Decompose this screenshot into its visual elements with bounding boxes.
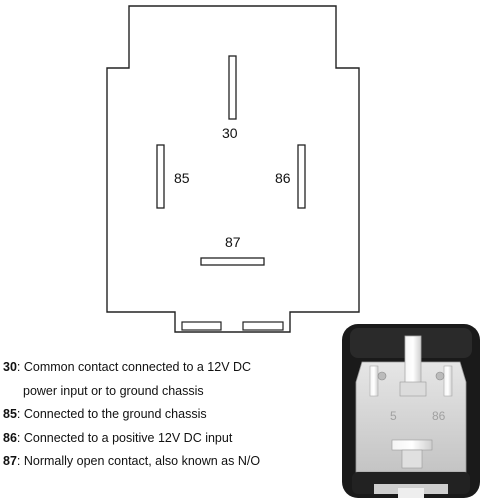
legend-row-86: 86: Connected to a positive 12V DC input [3, 427, 348, 451]
pin-87-terminal [200, 257, 265, 266]
relay-inner-body [355, 361, 467, 473]
pin-30-terminal [228, 55, 237, 120]
legend-row-85: 85: Connected to the ground chassis [3, 403, 348, 427]
legend-pin-number: 86 [3, 430, 17, 445]
legend-description: : Common contact connected to a 12V DC [16, 360, 252, 374]
legend-pin-number: 30 [3, 360, 17, 374]
relay-outline [106, 5, 360, 333]
legend-row-30: 30: Common contact connected to a 12V DC [3, 356, 348, 380]
photo-label-86: 86 [432, 409, 446, 423]
legend-description: : Normally open contact, also known as N… [16, 454, 261, 468]
bottom-tab-left [181, 321, 222, 331]
photo-pin-85 [369, 365, 379, 397]
pin-87-label: 87 [225, 234, 241, 250]
pin-85-label: 85 [174, 170, 190, 186]
legend-row-30-continued: power input or to ground chassis [3, 380, 348, 404]
pin-30-label: 30 [222, 125, 238, 141]
photo-pin-87 [391, 439, 433, 451]
relay-pinout-diagram: 30 85 86 87 [106, 5, 360, 333]
pin-86-label: 86 [275, 170, 291, 186]
legend-pin-number: 87 [3, 454, 17, 468]
relay-photo: 5 86 [342, 324, 480, 498]
legend-description: : Connected to a positive 12V DC input [16, 430, 233, 445]
photo-label-5: 5 [390, 409, 397, 423]
pin-legend: 30: Common contact connected to a 12V DC… [3, 356, 348, 474]
bottom-tab-right [242, 321, 284, 331]
legend-row-87: 87: Normally open contact, also known as… [3, 450, 348, 474]
legend-description: : Connected to the ground chassis [16, 407, 207, 421]
photo-pin-86 [443, 365, 453, 397]
pin-86-terminal [297, 144, 306, 209]
legend-description: power input or to ground chassis [23, 383, 204, 398]
legend-pin-number: 85 [3, 407, 17, 421]
pin-85-terminal [156, 144, 165, 209]
